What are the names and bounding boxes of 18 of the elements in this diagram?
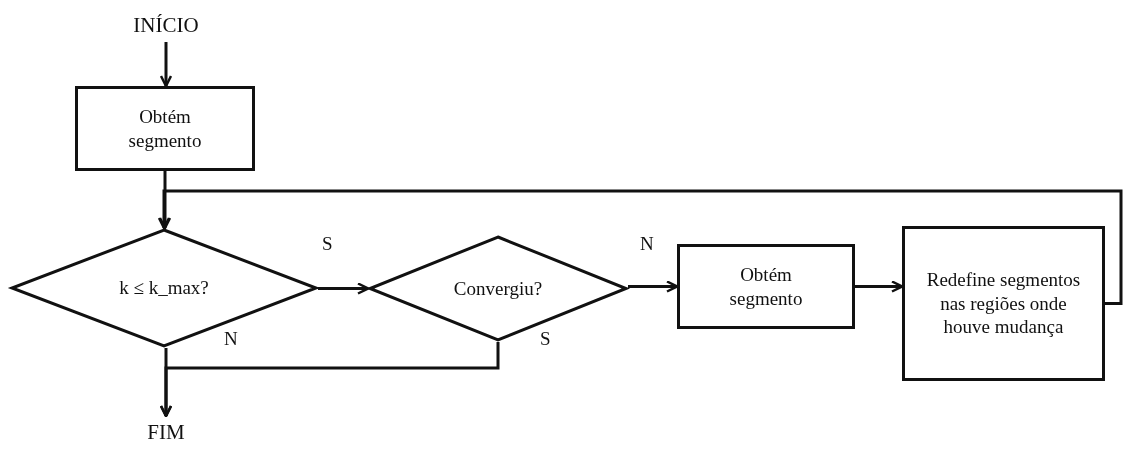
node-text: k ≤ k_max? — [119, 276, 209, 300]
node-text: Obtém segmento — [127, 104, 203, 153]
arrow — [159, 42, 173, 88]
arrow — [157, 189, 1123, 305]
process-box — [902, 226, 1105, 381]
node-text: INÍCIO — [133, 11, 199, 39]
arrow — [159, 342, 500, 418]
node-text: Obtém segmento — [728, 262, 804, 311]
node-text: FIM — [147, 418, 185, 446]
node-text: Redefine segmentos nas regiões onde houve mudança — [925, 267, 1082, 340]
decision-diamond — [10, 228, 318, 348]
arrow — [318, 282, 370, 295]
process-box — [75, 86, 255, 171]
process-box — [677, 244, 855, 329]
arrow — [158, 171, 172, 230]
node-text: Convergiu? — [453, 276, 543, 301]
arrow — [628, 280, 679, 293]
arrow — [855, 280, 904, 293]
